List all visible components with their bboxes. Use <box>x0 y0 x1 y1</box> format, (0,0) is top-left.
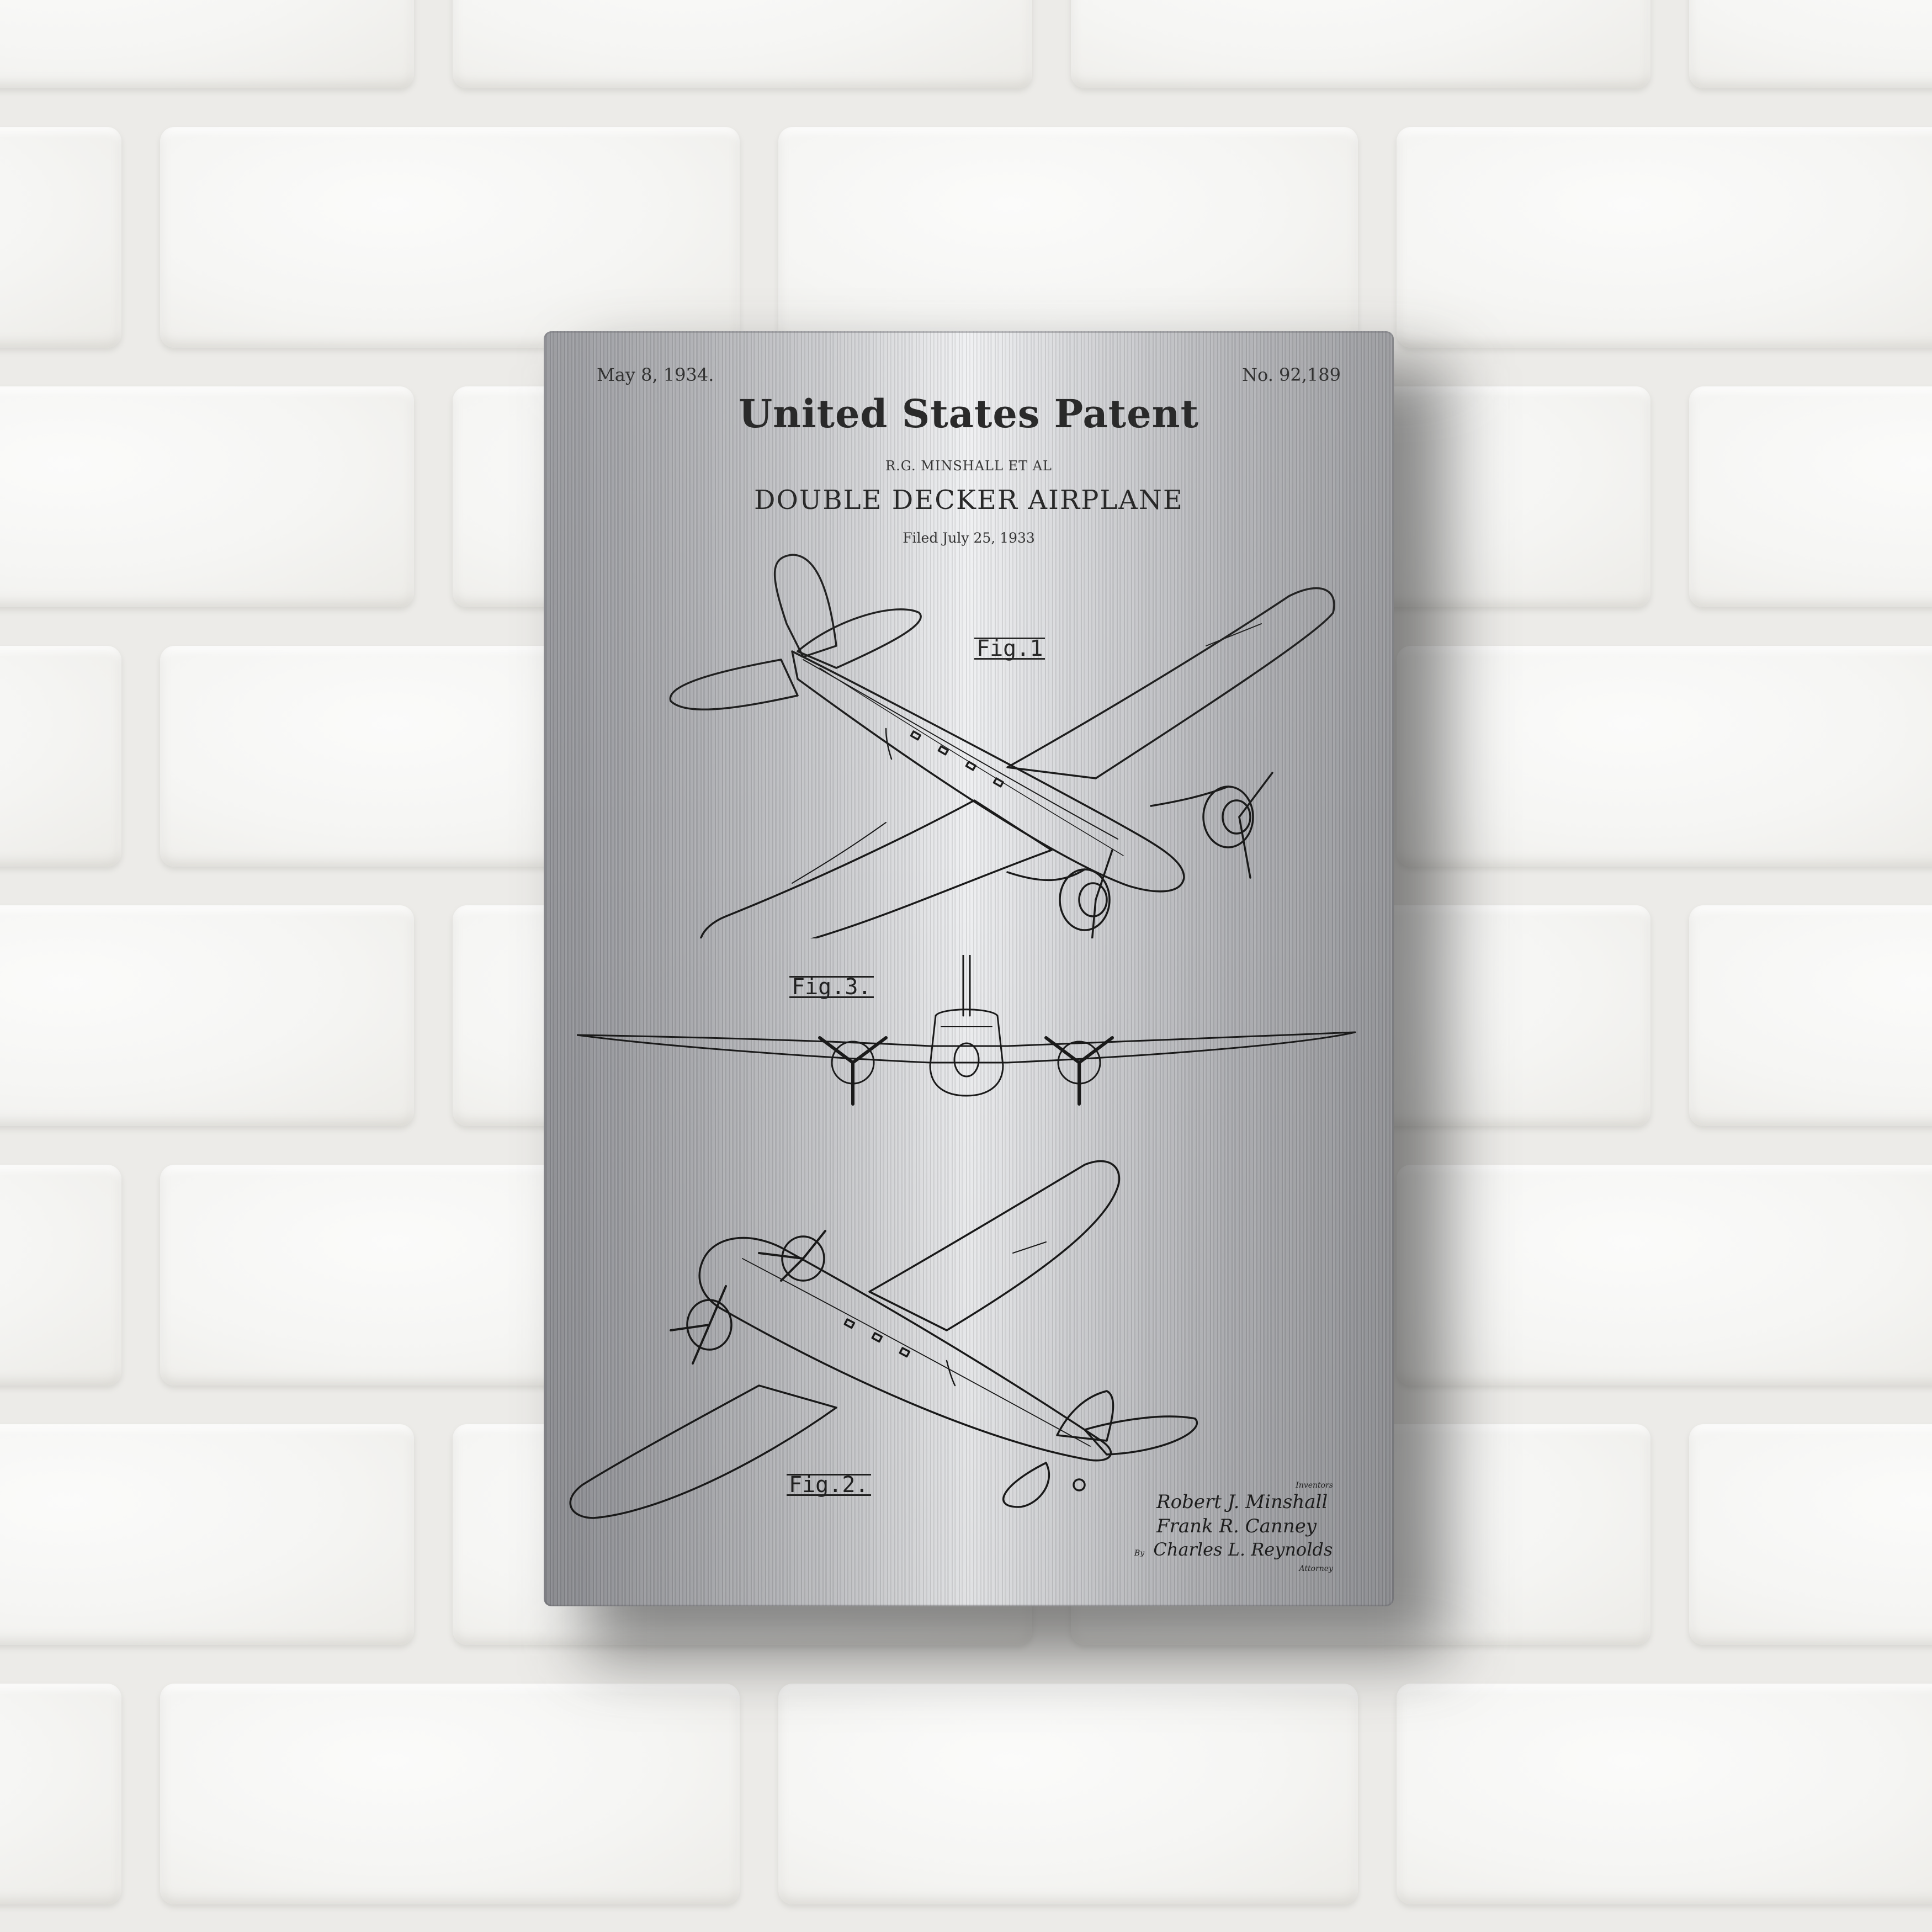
patent-number: No. 92,189 <box>1241 364 1341 385</box>
inventors-label: Inventors <box>1296 1481 1333 1490</box>
airplane-fig2-drawing <box>569 1160 1198 1519</box>
airplane-fig3-drawing <box>577 955 1356 1106</box>
metal-patent-print: May 8, 1934. No. 92,189 United States Pa… <box>544 331 1394 1606</box>
inventor-signature-1: Robert J. Minshall <box>1156 1491 1328 1513</box>
figure-2-label: Fig.2. <box>787 1474 871 1496</box>
figure-1-label: Fig.1 <box>974 638 1045 660</box>
attorney-label: Attorney <box>1299 1564 1333 1573</box>
inventor-line: R.G. MINSHALL ET AL <box>885 458 1052 474</box>
airplane-fig1-drawing <box>669 554 1335 938</box>
brick-row <box>0 127 1932 348</box>
invention-name: DOUBLE DECKER AIRPLANE <box>754 485 1183 516</box>
patent-date: May 8, 1934. <box>597 364 714 385</box>
attorney-name: Charles L. Reynolds <box>1153 1539 1333 1560</box>
patent-title: United States Patent <box>739 391 1199 437</box>
filed-date: Filed July 25, 1933 <box>903 530 1035 546</box>
figure-3-label: Fig.3. <box>789 976 874 998</box>
brick-row <box>0 1684 1932 1904</box>
signature-block: Inventors Robert J. Minshall Frank R. Ca… <box>1123 1481 1355 1573</box>
brick-row <box>0 0 1932 88</box>
inventor-signature-2: Frank R. Canney <box>1156 1515 1317 1537</box>
attorney-signature: By Charles L. Reynolds <box>1123 1538 1355 1564</box>
by-label: By <box>1134 1549 1145 1558</box>
